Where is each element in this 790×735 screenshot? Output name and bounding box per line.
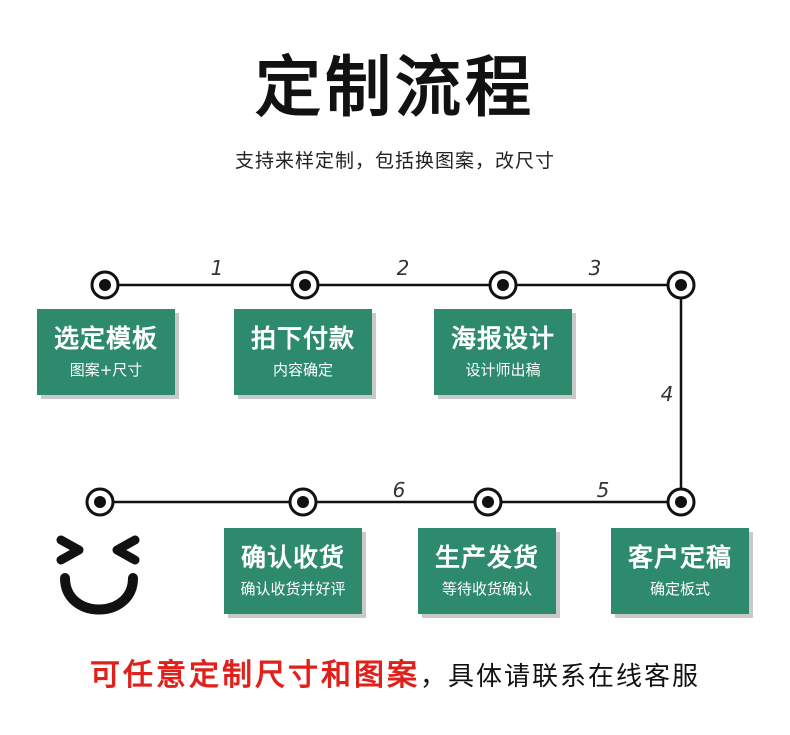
- flow-node: [473, 487, 503, 517]
- footer-note: 可任意定制尺寸和图案，具体请联系在线客服: [0, 654, 790, 699]
- page-subtitle: 支持来样定制，包括换图案，改尺寸: [234, 150, 555, 172]
- step-card-title: 确认收货: [240, 543, 345, 572]
- flow-node: [290, 270, 320, 300]
- step-number-2: 2: [396, 256, 410, 280]
- step-card-production-shipping: 生产发货 等待收货确认: [418, 528, 556, 614]
- step-number-3: 3: [588, 256, 602, 280]
- step-number-1: 1: [210, 256, 224, 280]
- flow-node: [488, 270, 518, 300]
- smiley-face-icon: [56, 535, 140, 615]
- step-card-customer-finalize: 客户定稿 确定板式: [611, 528, 749, 614]
- flow-node: [288, 487, 318, 517]
- step-card-poster-design: 海报设计 设计师出稿: [434, 309, 572, 395]
- step-card-subtitle: 图案+尺寸: [69, 361, 143, 379]
- footer-highlight: 可任意定制尺寸和图案: [89, 658, 420, 693]
- step-card-subtitle: 等待收货确认: [441, 580, 532, 598]
- page-title: 定制流程: [255, 49, 535, 126]
- flow-node: [85, 487, 115, 517]
- step-number-4: 4: [660, 382, 674, 406]
- step-card-subtitle: 确定板式: [649, 580, 710, 598]
- step-card-title: 海报设计: [450, 324, 555, 353]
- step-card-subtitle: 确认收货并好评: [240, 580, 346, 598]
- step-card-payment: 拍下付款 内容确定: [234, 309, 372, 395]
- step-card-title: 客户定稿: [627, 543, 732, 572]
- step-number-5: 5: [596, 478, 610, 502]
- step-card-title: 生产发货: [434, 543, 539, 572]
- flow-node: [666, 270, 696, 300]
- step-card-subtitle: 设计师出稿: [465, 361, 541, 379]
- step-card-subtitle: 内容确定: [272, 361, 333, 379]
- flow-node: [666, 487, 696, 517]
- step-card-select-template: 选定模板 图案+尺寸: [37, 309, 175, 395]
- step-card-title: 选定模板: [53, 324, 158, 353]
- step-card-confirm-receipt: 确认收货 确认收货并好评: [224, 528, 362, 614]
- flow-node: [90, 270, 120, 300]
- footer-contact: ，具体请联系在线客服: [419, 662, 700, 692]
- step-number-6: 6: [392, 478, 406, 502]
- step-card-title: 拍下付款: [250, 324, 355, 353]
